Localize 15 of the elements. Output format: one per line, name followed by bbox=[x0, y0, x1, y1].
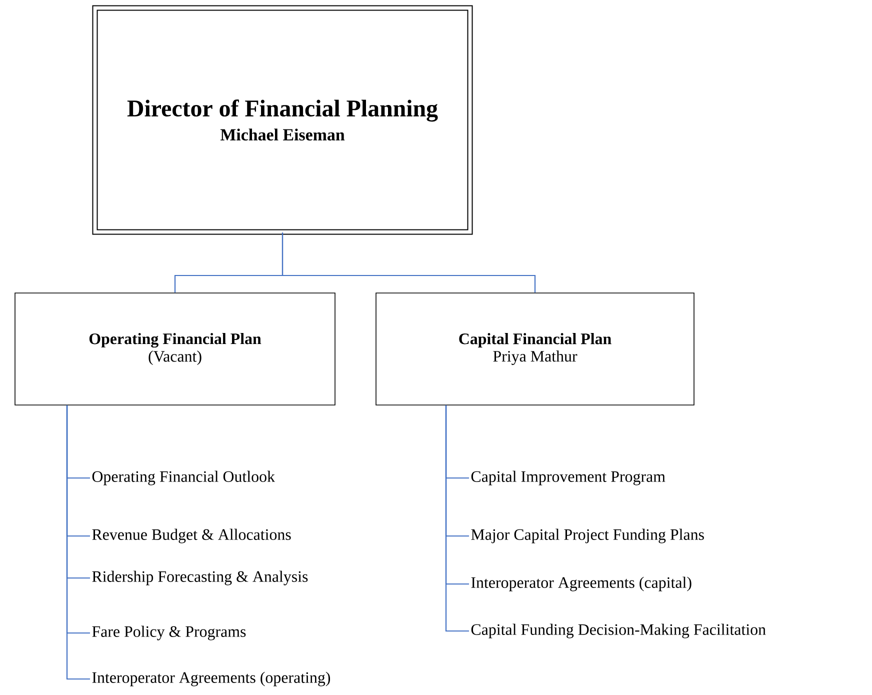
connector-line bbox=[282, 232, 536, 293]
list-item: Major Capital Project Funding Plans bbox=[471, 528, 704, 544]
list-item: Capital Funding Decision-Making Facilitation bbox=[471, 624, 766, 638]
list-item: Capital Improvement Program bbox=[471, 470, 666, 486]
list-item: Interoperator Agreements (capital) bbox=[471, 576, 692, 592]
list-item: Fare Policy & Programs bbox=[92, 626, 246, 640]
list-item: Operating Financial Outlook bbox=[92, 470, 275, 486]
title-box: Director of Financial Planning Michael Eiseman bbox=[92, 5, 473, 235]
role-box: Operating Financial Plan (Vacant) bbox=[14, 292, 336, 406]
connector-line bbox=[445, 405, 469, 632]
list-item: Revenue Budget & Allocations bbox=[92, 528, 291, 544]
role-box: Capital Financial Plan Priya Mathur bbox=[376, 292, 694, 406]
list-item: Interoperator Agreements (operating) bbox=[92, 672, 330, 686]
connector-line bbox=[66, 405, 90, 680]
list-item: Ridership Forecasting & Analysis bbox=[92, 570, 308, 586]
